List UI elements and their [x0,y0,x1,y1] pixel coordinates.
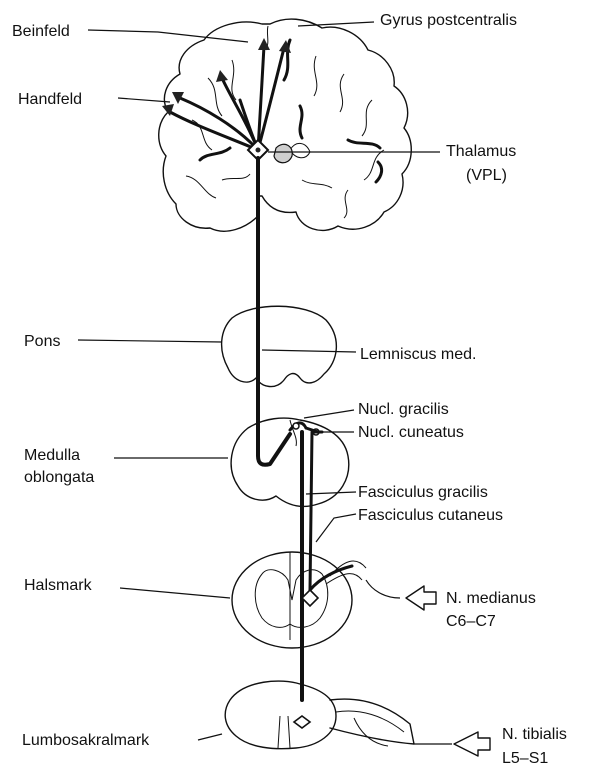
label-beinfeld: Beinfeld [12,23,70,40]
label-pons: Pons [24,333,60,350]
label-l5-s1: L5–S1 [502,750,548,767]
label-lemniscus-med: Lemniscus med. [360,346,477,363]
label-nucl-gracilis: Nucl. gracilis [358,401,449,418]
pons-section [222,306,337,386]
label-vpl: (VPL) [466,167,507,184]
label-fasciculus-cutaneus: Fasciculus cutaneus [358,507,503,524]
label-lumbosakralmark: Lumbosakralmark [22,732,150,749]
label-gyrus-postcentralis: Gyrus postcentralis [380,12,517,29]
label-oblongata: oblongata [24,469,94,486]
label-nucl-cuneatus: Nucl. cuneatus [358,424,464,441]
label-n-medianus: N. medianus [446,590,536,607]
label-thalamus: Thalamus [446,143,516,160]
label-c6-c7: C6–C7 [446,613,496,630]
halsmark-neuron [302,590,318,606]
label-fasciculus-gracilis: Fasciculus gracilis [358,484,488,501]
label-handfeld: Handfeld [18,91,82,108]
label-n-tibialis: N. tibialis [502,726,567,743]
label-halsmark: Halsmark [24,577,93,594]
fasciculus-cutaneus-tract [310,432,352,590]
thalamocortical-radiation [162,38,291,150]
lumbosakralmark-section [225,681,414,749]
n-medianus-arrow [366,580,436,610]
n-tibialis-arrow [414,732,490,756]
label-medulla: Medulla [24,447,80,464]
